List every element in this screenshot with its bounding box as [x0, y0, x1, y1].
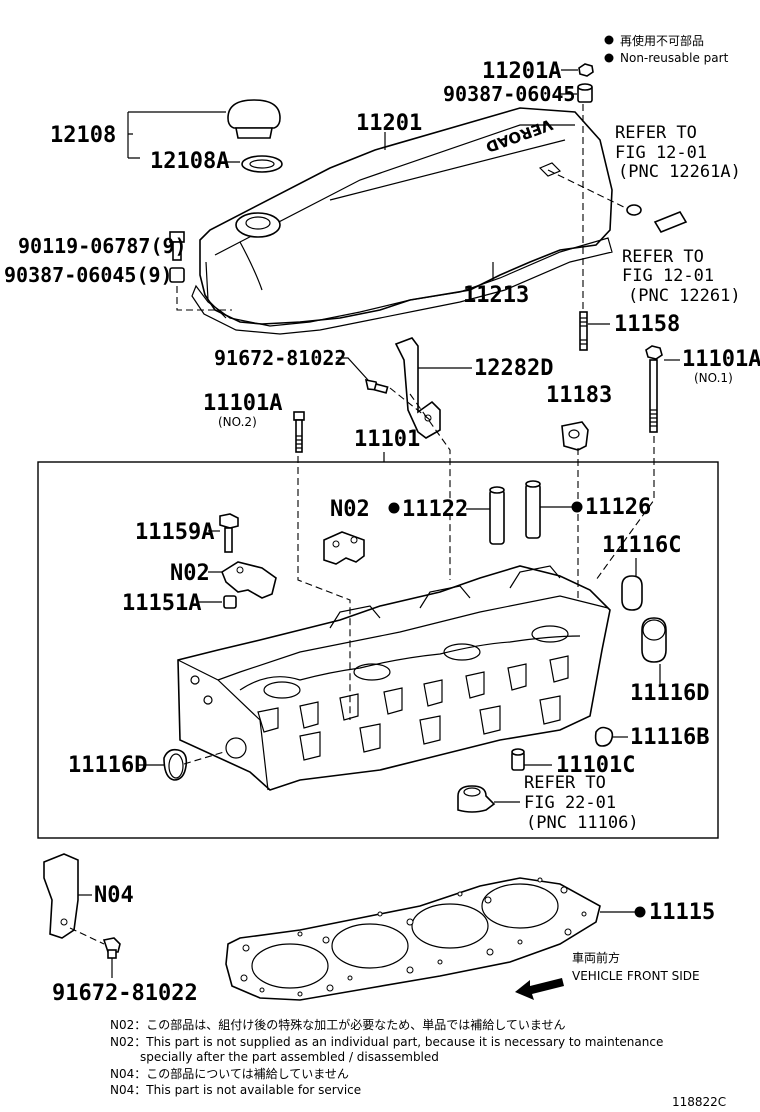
svg-text:REFER TO: REFER TO — [615, 123, 697, 143]
valve-guide-11122 — [489, 486, 505, 545]
label-11201: 11201 — [356, 111, 422, 136]
label-91672-81022-lower: 91672-81022 — [52, 981, 198, 1006]
washer-90387 — [560, 83, 593, 103]
breather-hose — [653, 211, 688, 233]
note-line: N02：This part is not supplied as an indi… — [110, 1035, 663, 1049]
legend: 再使用不可部品 Non-reusable part — [604, 33, 729, 65]
cap-N02-upper — [323, 531, 365, 565]
plug-11116B — [594, 726, 614, 747]
head-cover-gasket-11213 — [191, 237, 613, 335]
pin-11151A — [223, 595, 237, 609]
legend-jp: 再使用不可部品 — [620, 33, 704, 48]
bolt-91672-lower — [102, 937, 121, 959]
label-11213: 11213 — [463, 283, 529, 308]
label-12282D: 12282D — [474, 356, 553, 381]
bolt-90119 — [169, 231, 185, 261]
label-11115: 11115 — [649, 900, 715, 925]
bracket-12282D — [394, 337, 441, 439]
sleeve-11101C — [511, 748, 525, 771]
non-reusable-bullet-icon — [604, 35, 614, 45]
svg-text:(PNC 12261A): (PNC 12261A) — [618, 162, 741, 182]
cap-N02-lower — [221, 561, 277, 599]
washer-90387-9 — [169, 267, 185, 283]
label-11122: 11122 — [402, 497, 468, 522]
nut-11201A — [561, 63, 594, 77]
plug-11116D-right — [641, 617, 667, 663]
refer-12261A: REFER TO FIG 12-01 (PNC 12261A) — [615, 123, 741, 182]
svg-text:FIG 12-01: FIG 12-01 — [615, 143, 707, 163]
label-11116B: 11116B — [630, 725, 709, 750]
bolt-11159A — [219, 513, 239, 553]
vehicle-front-direction: 車両前方 VEHICLE FRONT SIDE — [515, 950, 700, 1000]
stud-11158 — [579, 311, 610, 351]
non-reusable-bullet-icon — [388, 502, 400, 514]
label-11101A-left-sub: (NO.2) — [218, 415, 257, 429]
label-90387-06045: 90387-06045 — [443, 82, 575, 106]
direction-en: VEHICLE FRONT SIDE — [572, 969, 700, 983]
label-90119-06787: 90119-06787(9) — [18, 234, 187, 258]
label-11116C: 11116C — [602, 533, 681, 558]
label-11101A-right: 11101A — [682, 347, 760, 372]
svg-text:(PNC 11106): (PNC 11106) — [526, 813, 639, 833]
label-11158: 11158 — [614, 312, 680, 337]
note-line: N02：この部品は、組付け後の特殊な加工が必要なため、単品では補給していません — [110, 1017, 566, 1032]
label-11101A-right-sub: (NO.1) — [694, 371, 733, 385]
svg-text:FIG 12-01: FIG 12-01 — [622, 266, 714, 286]
svg-text:(PNC 12261): (PNC 12261) — [628, 286, 741, 306]
label-11101A-left: 11101A — [203, 391, 282, 416]
refer-11106: REFER TO FIG 22-01 (PNC 11106) — [524, 773, 639, 833]
label-91672-81022-upper: 91672-81022 — [214, 346, 346, 370]
diagram-id: 118822C — [672, 1095, 726, 1109]
svg-text:REFER TO: REFER TO — [524, 773, 606, 793]
note-line: N04：この部品については補給していません — [110, 1066, 349, 1081]
svg-text:REFER TO: REFER TO — [622, 247, 704, 267]
plug-11116D-left — [163, 748, 188, 781]
svg-text:FIG 22-01: FIG 22-01 — [524, 793, 616, 813]
head-gasket-11115 — [225, 877, 601, 1001]
label-12108A: 12108A — [150, 149, 229, 174]
notes: N02：この部品は、組付け後の特殊な加工が必要なため、単品では補給していません … — [110, 1017, 663, 1097]
non-reusable-bullet-icon — [571, 501, 583, 513]
head-bolt-no2 — [293, 411, 305, 453]
legend-en: Non-reusable part — [620, 51, 729, 65]
oil-filler-cap-12108 — [227, 99, 283, 173]
label-N02-upper: N02 — [330, 497, 370, 522]
direction-jp: 車両前方 — [572, 950, 620, 965]
cylinder-head-cover-11201: VEROAD — [199, 107, 613, 325]
label-N04: N04 — [94, 883, 134, 908]
refer-12261: REFER TO FIG 12-01 (PNC 12261) — [622, 247, 741, 306]
cylinder-head-11101 — [177, 565, 611, 791]
label-11101: 11101 — [354, 427, 420, 452]
label-11201A: 11201A — [482, 59, 561, 84]
bracket-N04 — [43, 853, 79, 939]
note-line: N04：This part is not available for servi… — [110, 1083, 361, 1097]
front-arrow-icon — [515, 978, 564, 1000]
label-11183: 11183 — [546, 383, 612, 408]
label-90387-06045-9: 90387-06045(9) — [4, 263, 173, 287]
seal-11183 — [561, 421, 589, 451]
non-reusable-bullet-icon — [604, 53, 614, 63]
label-11126: 11126 — [585, 495, 651, 520]
nozzle-seat — [457, 785, 496, 813]
label-11116D-left: 11116D — [68, 753, 147, 778]
head-bolt-no1 — [645, 345, 680, 433]
bolt-91672-upper — [364, 378, 389, 394]
note-line: specially after the part assembled / dis… — [140, 1050, 439, 1064]
label-11116D-right: 11116D — [630, 681, 709, 706]
label-11159A: 11159A — [135, 520, 214, 545]
label-12108: 12108 — [50, 123, 116, 148]
non-reusable-bullet-icon — [634, 906, 646, 918]
label-N02-lower: N02 — [170, 561, 210, 586]
label-11101C: 11101C — [556, 753, 635, 778]
plug-11116C — [621, 575, 643, 611]
cylinder-head-sub-assy-frame — [37, 461, 719, 839]
valve-guide-11126 — [525, 480, 541, 539]
label-11151A: 11151A — [122, 591, 201, 616]
